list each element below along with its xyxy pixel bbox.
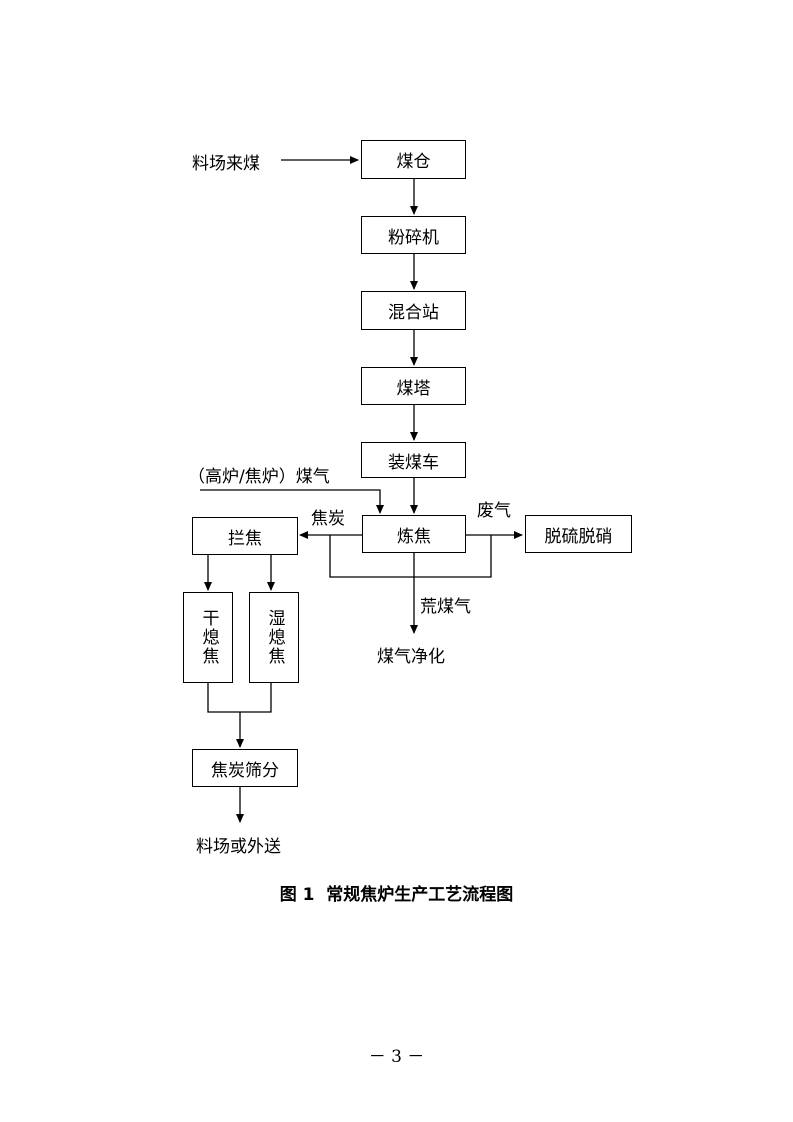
node-crusher-label: 粉碎机 xyxy=(388,227,439,248)
node-coke-blocking-label: 拦焦 xyxy=(228,528,262,549)
label-furnace-gas: （高炉/焦炉）煤气 xyxy=(188,467,330,487)
merge-line xyxy=(207,683,272,713)
node-dry-quenching-label: 干熄焦 xyxy=(198,609,219,666)
arrow-gas-to-coking xyxy=(200,489,384,514)
node-coal-bin-label: 煤仓 xyxy=(396,152,431,172)
node-coke-screening: 焦炭筛分 xyxy=(192,749,298,787)
node-mixing-station-label: 混合站 xyxy=(388,303,439,323)
page-number: － 3 － xyxy=(368,1047,425,1067)
node-coke-blocking: 拦焦 xyxy=(192,517,298,555)
node-coke-screening-label: 焦炭筛分 xyxy=(211,760,279,781)
node-dry-quenching: 干熄焦 xyxy=(183,592,233,683)
figure-caption: 图 1 常规焦炉生产工艺流程图 xyxy=(279,885,514,905)
node-coal-tower: 煤塔 xyxy=(361,367,466,405)
exhaust-loop xyxy=(329,535,492,578)
node-mixing-station: 混合站 xyxy=(361,291,466,330)
node-wet-quenching: 湿熄焦 xyxy=(249,592,299,683)
label-coke: 焦炭 xyxy=(311,509,345,529)
node-coal-bin: 煤仓 xyxy=(361,140,466,179)
label-yard-coal: 料场来煤 xyxy=(192,154,260,174)
node-crusher: 粉碎机 xyxy=(361,216,466,254)
label-gas-purification: 煤气净化 xyxy=(377,647,445,667)
node-coking-label: 炼焦 xyxy=(397,526,431,547)
label-exhaust: 废气 xyxy=(477,501,511,521)
node-coking: 炼焦 xyxy=(362,515,466,553)
node-coal-tower-label: 煤塔 xyxy=(396,378,431,399)
label-to-yard-or-export: 料场或外送 xyxy=(196,837,281,857)
label-raw-gas: 荒煤气 xyxy=(420,597,471,617)
node-charging-car: 装煤车 xyxy=(361,442,466,478)
node-desulfurization-label: 脱硫脱硝 xyxy=(544,526,613,547)
node-wet-quenching-label: 湿熄焦 xyxy=(264,609,285,666)
node-desulfurization: 脱硫脱硝 xyxy=(525,515,632,553)
node-charging-car-label: 装煤车 xyxy=(388,452,439,473)
